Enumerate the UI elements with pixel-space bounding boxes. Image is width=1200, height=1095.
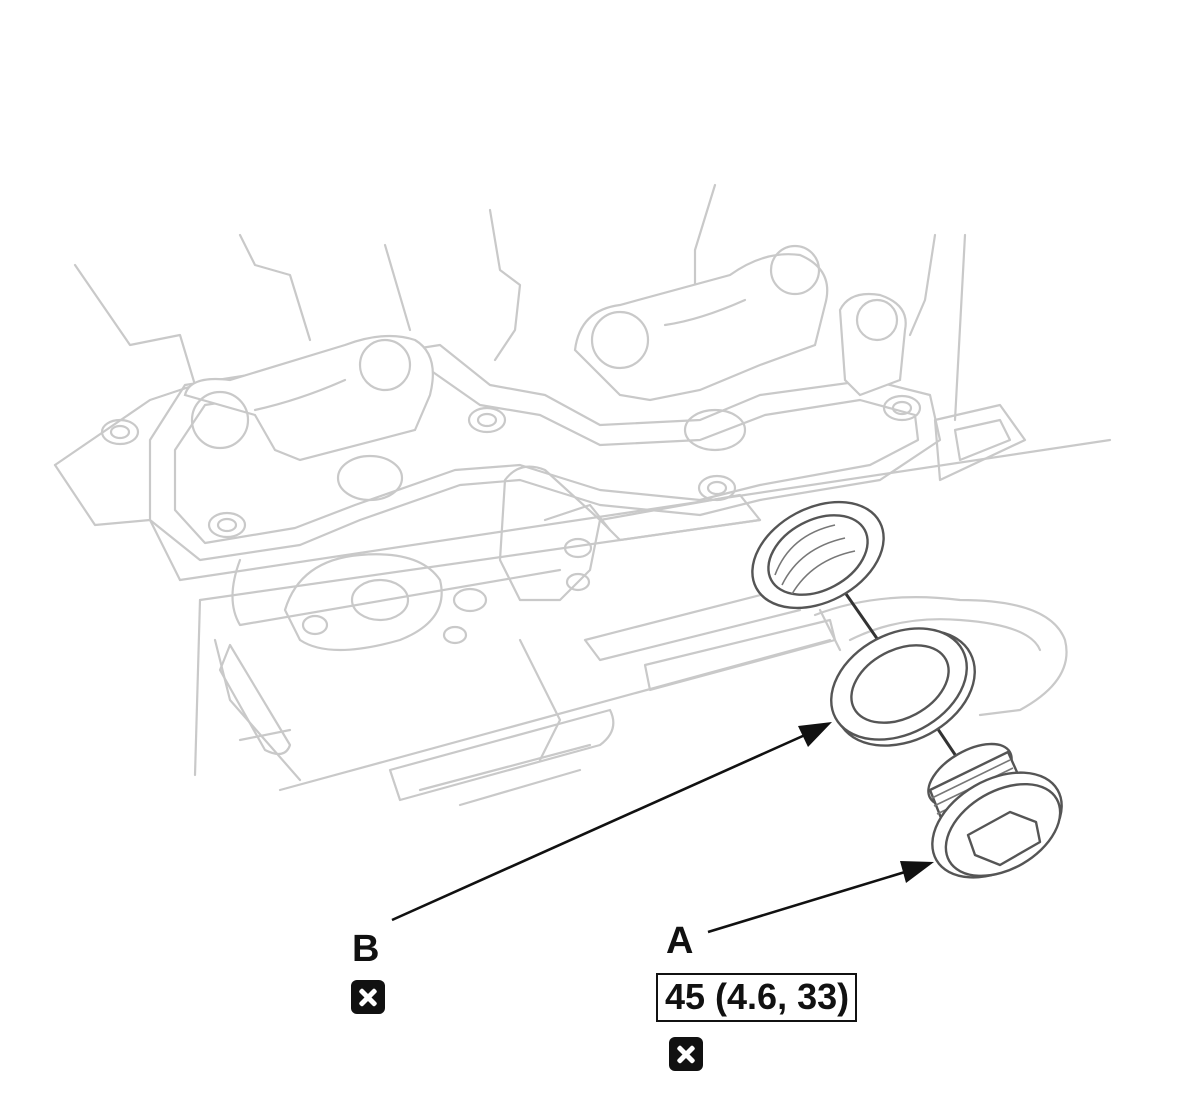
housing-port bbox=[751, 500, 885, 610]
leader-line-b bbox=[391, 722, 832, 922]
sealing-washer-b bbox=[830, 627, 976, 747]
transmission-housing bbox=[53, 183, 1112, 807]
torque-spec-box: 45 (4.6, 33) bbox=[656, 973, 858, 1022]
leader-line-a bbox=[707, 861, 934, 934]
callout-label-b: B bbox=[352, 928, 380, 970]
callout-label-a: A bbox=[666, 920, 694, 962]
replace-part-icon bbox=[351, 980, 385, 1014]
plug-bolt-a bbox=[927, 742, 1063, 879]
replace-part-icon bbox=[669, 1037, 703, 1071]
